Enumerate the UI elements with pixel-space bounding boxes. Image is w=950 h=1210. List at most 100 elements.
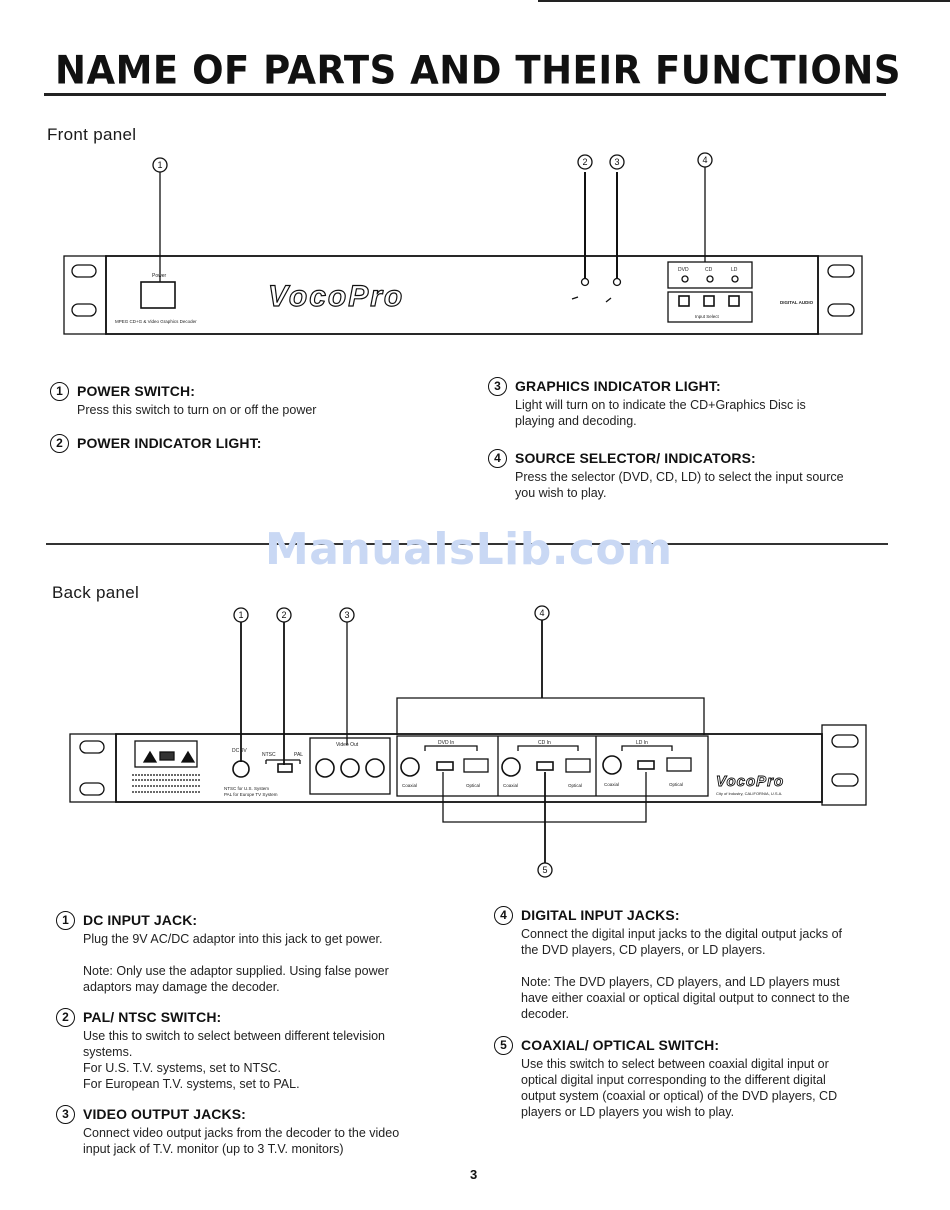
back-item-3: 3 VIDEO OUTPUT JACKS: Connect video outp… (56, 1105, 466, 1161)
item-title: VIDEO OUTPUT JACKS: (83, 1106, 246, 1122)
origin-text: City of Industry, CALIFORNIA, U.S.A. (716, 791, 782, 796)
item-line: adaptors may damage the decoder. (83, 980, 280, 994)
item-line: Press the selector (DVD, CD, LD) to sele… (515, 470, 844, 484)
top-edge-rule (538, 0, 950, 2)
item-body: Use this switch to select between coaxia… (521, 1056, 837, 1120)
item-body: Plug the 9V AC/DC adaptor into this jack… (83, 931, 389, 995)
back-callout-2-num: 2 (281, 610, 286, 620)
back-panel-heading: Back panel (52, 583, 140, 602)
item-body: Connect the digital input jacks to the d… (521, 926, 850, 1022)
switch-note-1: NTSC for U.S. System (224, 786, 269, 791)
item-line: Use this switch to select between coaxia… (521, 1057, 829, 1071)
front-item-1: 1 POWER SWITCH: Press this switch to tur… (50, 382, 450, 422)
back-chassis (115, 733, 823, 803)
item-body: Connect video output jacks from the deco… (83, 1125, 399, 1157)
item-number: 4 (494, 906, 513, 925)
front-callout-4-num: 4 (702, 155, 707, 165)
item-body: Light will turn on to indicate the CD+Gr… (515, 397, 806, 429)
item-number: 3 (56, 1105, 75, 1124)
item-number: 1 (50, 382, 69, 401)
item-title: SOURCE SELECTOR/ INDICATORS: (515, 450, 756, 466)
digital-badge: DIGITAL AUDIO (780, 300, 814, 305)
item-line: Note: Only use the adaptor supplied. Usi… (83, 964, 389, 978)
front-brand-logo: VocoPro (268, 280, 404, 313)
cd-coaxial-label: Coaxial (503, 783, 518, 788)
page-number: 3 (470, 1167, 478, 1182)
back-panel-diagram: DC 9V NTSC PAL NTSC for U.S. System PAL … (69, 605, 867, 878)
back-callout-5-num: 5 (542, 865, 547, 875)
front-panel-heading: Front panel (47, 125, 137, 144)
ntsc-label: NTSC (262, 752, 276, 758)
item-title: POWER SWITCH: (77, 383, 195, 399)
video-out-label: Video Out (336, 742, 359, 748)
ld-in-label: LD In (636, 740, 648, 746)
item-line: output system (coaxial or optical) of th… (521, 1089, 838, 1103)
item-title: DC INPUT JACK: (83, 912, 198, 928)
front-item-4: 4 SOURCE SELECTOR/ INDICATORS: Press the… (488, 449, 898, 505)
front-callout-2 (577, 154, 593, 170)
front-callout-3 (609, 154, 625, 170)
item-line: Press this switch to turn on or off the … (77, 403, 317, 417)
power-label: Power (152, 273, 167, 279)
back-callout-1-num: 1 (238, 610, 243, 620)
item-line: players or LD players you wish to play. (521, 1105, 735, 1119)
video-output-box (309, 737, 391, 795)
item-line: input jack of T.V. monitor (up to 3 T.V.… (83, 1142, 344, 1156)
back-item-4: 4 DIGITAL INPUT JACKS: Connect the digit… (494, 906, 904, 1026)
item-body: Press the selector (DVD, CD, LD) to sele… (515, 469, 844, 501)
item-line: Plug the 9V AC/DC adaptor into this jack… (83, 932, 383, 946)
item-line: Use this to switch to select between dif… (83, 1029, 386, 1043)
dvd-coaxial-label: Coaxial (402, 783, 417, 788)
cd-optical-jack (565, 758, 591, 773)
dvd-coax-optical-switch (436, 761, 454, 771)
ld-optical-label: Optical (669, 782, 683, 787)
ld-optical-jack (666, 757, 692, 772)
source-selector-box (667, 291, 753, 323)
item-spacer (83, 947, 389, 963)
item-line: Connect video output jacks from the deco… (83, 1126, 400, 1140)
item-line: you wish to play. (515, 486, 607, 500)
item-number: 5 (494, 1036, 513, 1055)
back-right-ear (821, 724, 867, 806)
item-title: DIGITAL INPUT JACKS: (521, 907, 680, 923)
dvd-coaxial-jack (400, 757, 420, 777)
switch-note-2: PAL for Europe TV System (224, 792, 278, 797)
ld-coaxial-label: Coaxial (604, 782, 619, 787)
item-line: For European T.V. systems, set to PAL. (83, 1077, 300, 1091)
item-line: Connect the digital input jacks to the d… (521, 927, 843, 941)
selector-label: Input Select (695, 314, 720, 319)
item-line: playing and decoding. (515, 414, 637, 428)
ld-coaxial-jack (602, 755, 622, 775)
back-item-2: 2 PAL/ NTSC SWITCH: Use this to switch t… (56, 1008, 456, 1098)
front-item-2: 2 POWER INDICATOR LIGHT: (50, 434, 450, 456)
item-line: optical digital input corresponding to t… (521, 1073, 826, 1087)
item-line: Light will turn on to indicate the CD+Gr… (515, 398, 806, 412)
dc-input-jack (232, 760, 250, 778)
title-underline (44, 93, 886, 96)
item-number: 4 (488, 449, 507, 468)
item-number: 3 (488, 377, 507, 396)
item-spacer (521, 958, 850, 974)
indicator-label-dvd: DVD (678, 267, 689, 273)
back-item-1: 1 DC INPUT JACK: Plug the 9V AC/DC adapt… (56, 911, 456, 997)
front-chassis (105, 255, 819, 335)
pal-ntsc-switch (277, 763, 293, 773)
dc-label: DC 9V (232, 748, 247, 754)
item-line: have either coaxial or optical digital o… (521, 991, 850, 1005)
source-indicator-box (667, 261, 753, 289)
item-line: For U.S. T.V. systems, set to NTSC. (83, 1061, 281, 1075)
item-body: Press this switch to turn on or off the … (77, 402, 316, 418)
item-title: PAL/ NTSC SWITCH: (83, 1009, 222, 1025)
cd-optical-label: Optical (568, 783, 582, 788)
cd-in-label: CD In (538, 740, 551, 746)
back-callout-3-num: 3 (344, 610, 349, 620)
front-callout-2-num: 2 (582, 157, 587, 167)
item-title: COAXIAL/ OPTICAL SWITCH: (521, 1037, 720, 1053)
page-title: NAME OF PARTS AND THEIR FUNCTIONS (55, 48, 901, 94)
video-output-jack-1 (315, 758, 335, 778)
item-line: systems. (83, 1045, 133, 1059)
ld-coax-optical-switch (637, 760, 655, 770)
video-output-jack-3 (365, 758, 385, 778)
digital-input-box (396, 735, 709, 797)
dvd-optical-label: Optical (466, 783, 480, 788)
